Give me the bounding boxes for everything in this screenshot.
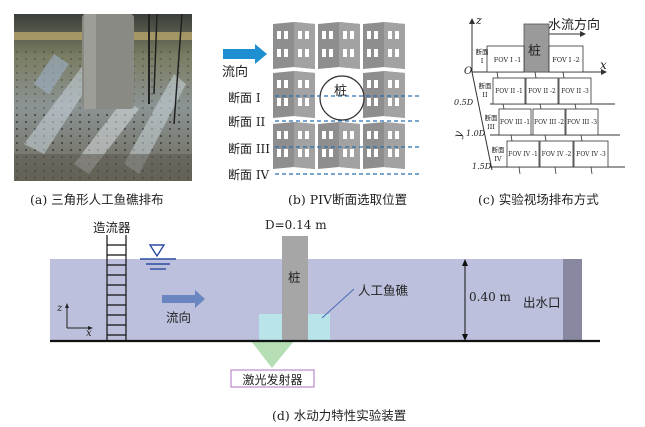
origin-c: O: [464, 66, 473, 77]
fov-box: [506, 140, 540, 168]
fov-label: FOV I -2: [552, 56, 580, 64]
panel-a-caption: (a) 三角形人工鱼礁排布: [30, 192, 164, 207]
y-tick-05D: 0.5D: [454, 98, 474, 107]
fov-label: FOV IV -3: [576, 151, 606, 158]
row-section-3: 断面 III: [484, 114, 498, 131]
fov-box: [548, 45, 584, 73]
flow-label-d: 流向: [166, 310, 192, 325]
fov-box: [498, 108, 532, 136]
water-level-icon: [140, 244, 176, 270]
row-section-4: 断面 IV: [491, 146, 505, 163]
flow-label-b: 流向: [222, 65, 249, 80]
reef-block: [273, 22, 315, 69]
section-label-4: 断面 IV: [228, 168, 270, 182]
panel-b-diagram: [223, 22, 420, 175]
reef-photo: [14, 14, 192, 181]
fov-label: FOV III -3: [566, 119, 598, 126]
row-section-1: 断面 I: [475, 48, 489, 65]
fov-label: FOV II -2: [528, 88, 556, 95]
fov-label: FOV IV -2: [541, 151, 572, 158]
fov-label: FOV II -3: [561, 88, 589, 95]
panel-a-photo: [14, 14, 192, 181]
reef-block: [363, 22, 405, 69]
axis-x-c: x: [600, 58, 607, 72]
flow-arrow-d: [162, 290, 205, 308]
fov-label: FOV III -2: [533, 119, 565, 126]
connector-ticks: [496, 71, 593, 175]
fov-box: [558, 77, 592, 105]
wave-maker-label: 造流器: [93, 220, 131, 235]
z-arrow-d: [65, 303, 69, 308]
x-arrow-d: [88, 326, 93, 330]
reef-block: [273, 122, 315, 169]
fov-box: [532, 108, 566, 136]
fov-box: [492, 77, 526, 105]
reef-block: [318, 122, 360, 169]
flow-arrow-b: [223, 44, 267, 64]
xz-axes: [66, 306, 90, 329]
water-body: [50, 259, 264, 341]
pile-label-c: 桩: [528, 44, 542, 59]
outlet-label: 出水口: [523, 295, 561, 310]
laser-beam: [251, 341, 294, 368]
outlet: [563, 259, 582, 341]
fov-box: [573, 140, 609, 168]
flow-direction-c: 水流方向: [548, 18, 601, 33]
z-axis-arrow: [469, 18, 475, 24]
pile-label-b: 桩: [334, 84, 348, 99]
section-label-2: 断面 II: [228, 115, 266, 129]
reef-leader-line: [321, 288, 355, 319]
flow-arrow-c-head: [580, 31, 586, 37]
depth-label: 0.40 m: [469, 290, 511, 304]
axis-z-d: z: [57, 303, 63, 314]
reef-block: [363, 122, 405, 169]
section-label-3: 断面 III: [228, 142, 271, 156]
reef-label-d: 人工鱼礁: [358, 283, 409, 298]
y-tick-15D: 1.5D: [472, 162, 492, 171]
fov-label: FOV I -1: [493, 56, 522, 64]
fov-box: [539, 140, 574, 168]
pile-label-d: 桩: [288, 270, 301, 285]
section-label-1: 断面 I: [228, 91, 261, 105]
reef-block: [363, 71, 405, 118]
diameter-label: D=0.14 m: [265, 218, 327, 232]
panel-d-caption: (d) 水动力特性实验装置: [272, 408, 407, 423]
pile-rect-d: [282, 236, 308, 341]
pile-circle: [319, 75, 365, 121]
reef-block: [273, 71, 315, 118]
fov-label: FOV III -1: [499, 119, 531, 126]
y-tick-10D: 1.0D: [466, 129, 486, 138]
wave-maker-ladder: [106, 235, 127, 341]
fov-box: [525, 77, 559, 105]
panel-b-caption: (b) PIV断面选取位置: [288, 192, 408, 207]
panel-d-diagram: [50, 235, 600, 388]
fov-box: [565, 108, 599, 136]
y-axis: [471, 71, 493, 171]
fov-label: FOV II -1: [495, 88, 523, 95]
laser-box[interactable]: [230, 369, 315, 388]
reef-block: [318, 22, 360, 69]
fov-label: FOV IV -1: [508, 151, 538, 158]
panel-c-caption: (c) 实验视场排布方式: [478, 192, 599, 207]
axis-z-c: z: [476, 14, 482, 27]
panel-c-diagram: [469, 18, 625, 175]
row-section-2: 断面 II: [478, 82, 492, 99]
axis-x-d: x: [86, 328, 92, 339]
laser-label: 激光发射器: [242, 373, 303, 387]
reef-blocks: [273, 22, 405, 169]
fov-box: [486, 45, 525, 73]
x-axis-arrow: [601, 69, 607, 75]
